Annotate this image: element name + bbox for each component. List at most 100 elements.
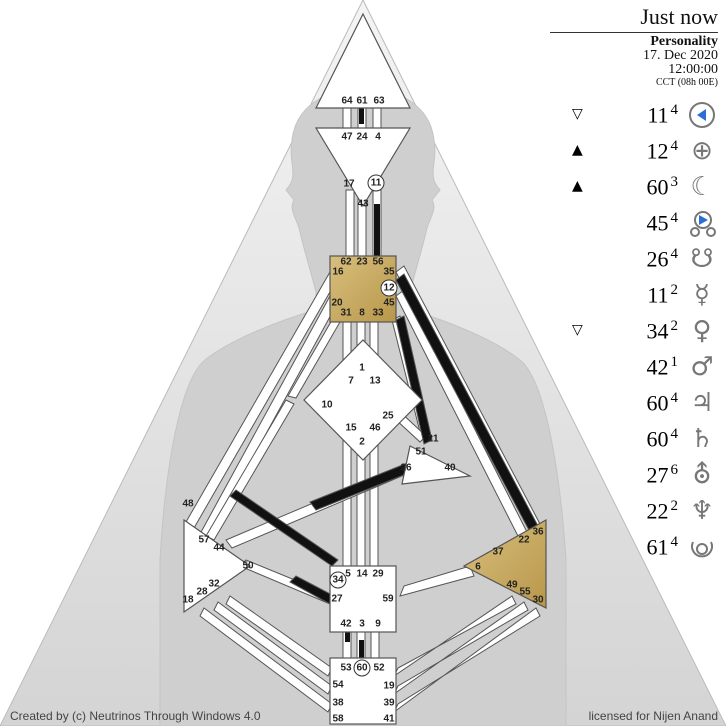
gate-29: 29 xyxy=(372,569,384,580)
gate-26: 26 xyxy=(400,463,412,474)
gate-58: 58 xyxy=(332,714,344,725)
panel-date: 17. Dec 2020 xyxy=(642,48,718,63)
pluto-icon xyxy=(686,532,718,562)
footer-license: licensed for Nijen Anand xyxy=(588,709,718,723)
planet-gate: 11 xyxy=(647,102,669,128)
footer-credit: Created by (c) Neutrinos Through Windows… xyxy=(10,709,261,723)
panel-divider xyxy=(550,32,718,33)
gate-19: 19 xyxy=(383,681,395,692)
centers xyxy=(183,12,547,725)
gate-12: 12 xyxy=(383,283,395,294)
gate-33: 33 xyxy=(372,308,384,319)
gate-59: 59 xyxy=(382,594,394,605)
gate-60-circle xyxy=(353,659,371,677)
head-center xyxy=(315,12,411,109)
gate-51: 51 xyxy=(415,447,427,458)
gate-30: 30 xyxy=(532,595,544,606)
panel-title: Just now xyxy=(640,4,718,29)
venus-icon: ♀ xyxy=(692,316,712,346)
planet-line: 4 xyxy=(670,210,679,226)
planet-gate: 60 xyxy=(646,174,669,200)
gate-11: 11 xyxy=(371,178,382,189)
planet-gate: 60 xyxy=(646,390,669,416)
gate-17: 17 xyxy=(343,179,355,190)
gate-61: 61 xyxy=(356,96,368,107)
solar-plexus-center xyxy=(462,518,547,609)
gate-5: 5 xyxy=(345,569,351,580)
channels xyxy=(185,105,541,713)
earth-icon: ⊕ xyxy=(691,136,713,166)
gate-22: 22 xyxy=(518,535,530,546)
gate-42: 42 xyxy=(340,619,352,630)
gate-37: 37 xyxy=(492,547,504,558)
gate-21: 21 xyxy=(427,434,439,445)
gate-20: 20 xyxy=(331,298,343,309)
gate-63: 63 xyxy=(373,96,385,107)
gate-3: 3 xyxy=(359,619,365,630)
gate-28: 28 xyxy=(196,587,208,598)
gate-39: 39 xyxy=(383,698,395,709)
gate-9: 9 xyxy=(375,619,381,630)
arrow-down-icon: ▽ xyxy=(572,106,583,122)
gate-41: 41 xyxy=(383,714,395,725)
gate-2: 2 xyxy=(359,437,365,448)
gate-24: 24 xyxy=(356,132,368,143)
arrow-down-icon: ▽ xyxy=(572,322,583,338)
gate-60: 60 xyxy=(356,663,368,674)
sun-icon xyxy=(686,100,718,130)
arrow-up-icon: ▲ xyxy=(572,142,583,158)
panel-time: 12:00:00 xyxy=(668,62,718,77)
ajna-center xyxy=(314,127,412,208)
gate-numbers: 64 61 63 47 24 4 17 11 43 62 23 56 16 35… xyxy=(182,96,544,725)
gate-46: 46 xyxy=(369,423,381,434)
planet-gate: 45 xyxy=(646,210,669,236)
planet-gate: 11 xyxy=(647,282,669,308)
gate-13: 13 xyxy=(369,376,381,387)
gate-45: 45 xyxy=(383,298,395,309)
gate-40: 40 xyxy=(444,463,456,474)
planet-line: 2 xyxy=(670,498,679,514)
gate-31: 31 xyxy=(340,308,352,319)
gate-57: 57 xyxy=(198,535,210,546)
personality-panel: Just now Personality 17. Dec 2020 12:00:… xyxy=(548,4,718,89)
gate-64: 64 xyxy=(341,96,353,107)
planet-gate: 27 xyxy=(646,462,669,488)
south-node-icon: ☋ xyxy=(690,244,714,274)
gate-48: 48 xyxy=(182,499,194,510)
gate-47: 47 xyxy=(341,132,353,143)
gate-54: 54 xyxy=(332,680,344,691)
gate-6: 6 xyxy=(475,562,481,573)
gate-49: 49 xyxy=(506,580,518,591)
gate-27: 27 xyxy=(331,594,343,605)
spleen-center xyxy=(183,518,252,614)
gate-15: 15 xyxy=(345,423,357,434)
planet-gate: 42 xyxy=(646,354,669,380)
gate-34: 34 xyxy=(332,575,344,586)
gate-50: 50 xyxy=(242,561,254,572)
planet-line: 6 xyxy=(670,462,679,478)
gate-56: 56 xyxy=(372,257,384,268)
g-center xyxy=(303,339,423,461)
planet-gate: 12 xyxy=(646,138,669,164)
planet-gate: 22 xyxy=(646,498,669,524)
planet-gate: 60 xyxy=(646,426,669,452)
gate-12-circle xyxy=(380,279,398,297)
planet-gate: 61 xyxy=(646,534,669,560)
gate-44: 44 xyxy=(213,543,225,554)
north-node-icon xyxy=(686,208,718,238)
gate-11-circle xyxy=(367,174,385,192)
